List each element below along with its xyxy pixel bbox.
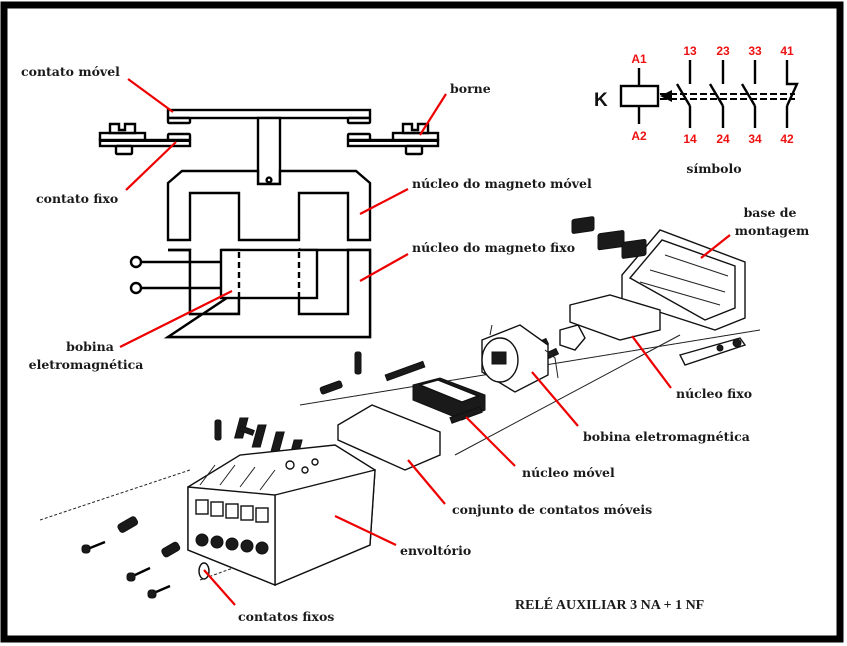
symbol-a1: A1: [631, 52, 647, 66]
symbol-terminal-24: 24: [716, 132, 730, 146]
fixed-contact-right: [346, 122, 440, 156]
leader-contato-movel: [127, 78, 174, 113]
label-envoltorio: envoltório: [400, 543, 471, 558]
leader-contato-fixo: [125, 141, 177, 191]
leader-nucleo-movel: [359, 188, 409, 215]
fixed-contact-left: [98, 122, 192, 156]
coil-part: [481, 324, 559, 393]
label-base-line1: base de: [744, 205, 797, 220]
symbol-terminal-42: 42: [780, 132, 794, 146]
leader-envoltorio: [334, 515, 397, 546]
leader-nucleo-movel-part: [465, 416, 516, 467]
symbol-terminal-13: 13: [683, 44, 697, 58]
label-base-line2: montagem: [735, 223, 809, 238]
mounting-base: [621, 229, 747, 366]
leader-nucleo-fixo-part: [631, 335, 672, 389]
label-contatos-fixos: contatos fixos: [238, 609, 334, 624]
schematic-drawing: [98, 108, 440, 339]
leader-conjunto-contatos: [407, 459, 446, 505]
housing-part: [187, 444, 376, 587]
label-nucleo-magneto-movel: núcleo do magneto móvel: [412, 176, 592, 191]
symbol-terminal-41: 41: [780, 44, 794, 58]
symbol-contact-41-42: [785, 60, 799, 128]
symbol-contact-33-34: [740, 60, 757, 128]
plunger-stem: [256, 116, 282, 186]
symbol-coil-name: K: [594, 90, 608, 111]
symbol-terminal-34: 34: [748, 132, 762, 146]
symbol-link-arrow: [660, 90, 672, 102]
coil-schematic: [129, 248, 319, 300]
leader-bobina: [119, 290, 233, 348]
exploded-view: [39, 216, 761, 599]
housing-terminal-slots: [195, 499, 269, 555]
symbol-terminal-14: 14: [683, 132, 697, 146]
label-conjunto-contatos: conjunto de contatos móveis: [452, 502, 652, 517]
symbol-coil: [619, 84, 660, 108]
label-contato-fixo: contato fixo: [36, 191, 118, 206]
fixed-core-part: [569, 216, 661, 341]
relay-symbol: K A1 A2 13 23 33: [594, 44, 799, 176]
small-parts: [214, 351, 362, 441]
symbol-a2: A2: [631, 129, 647, 143]
label-nucleo-magneto-fixo: núcleo do magneto fixo: [412, 240, 575, 255]
symbol-terminal-23: 23: [716, 44, 730, 58]
label-bobina-line2: eletromagnética: [29, 357, 144, 372]
label-bobina-line1: bobina: [66, 339, 114, 354]
leader-contatos-fixos: [203, 569, 236, 606]
label-bobina-eletromagnetica: bobina eletromagnética: [583, 429, 750, 444]
symbol-terminal-33: 33: [748, 44, 762, 58]
moving-core-part: [384, 360, 486, 424]
leader-borne: [419, 93, 447, 136]
symbol-contact-23-24: [708, 60, 725, 128]
movable-core: [166, 169, 372, 242]
leader-nucleo-fixo: [359, 253, 409, 282]
leader-bobina-part: [531, 371, 579, 427]
label-nucleo-fixo: núcleo fixo: [676, 386, 752, 401]
label-borne: borne: [450, 81, 491, 96]
symbol-contact-13-14: [675, 60, 692, 128]
moving-contact: [166, 108, 372, 125]
label-nucleo-movel: núcleo móvel: [522, 465, 615, 480]
leader-base-montagem: [700, 234, 731, 259]
symbol-caption: símbolo: [686, 161, 741, 176]
label-contato-movel: contato móvel: [21, 64, 120, 79]
figure-caption: RELÉ AUXILIAR 3 NA + 1 NF: [515, 596, 704, 613]
